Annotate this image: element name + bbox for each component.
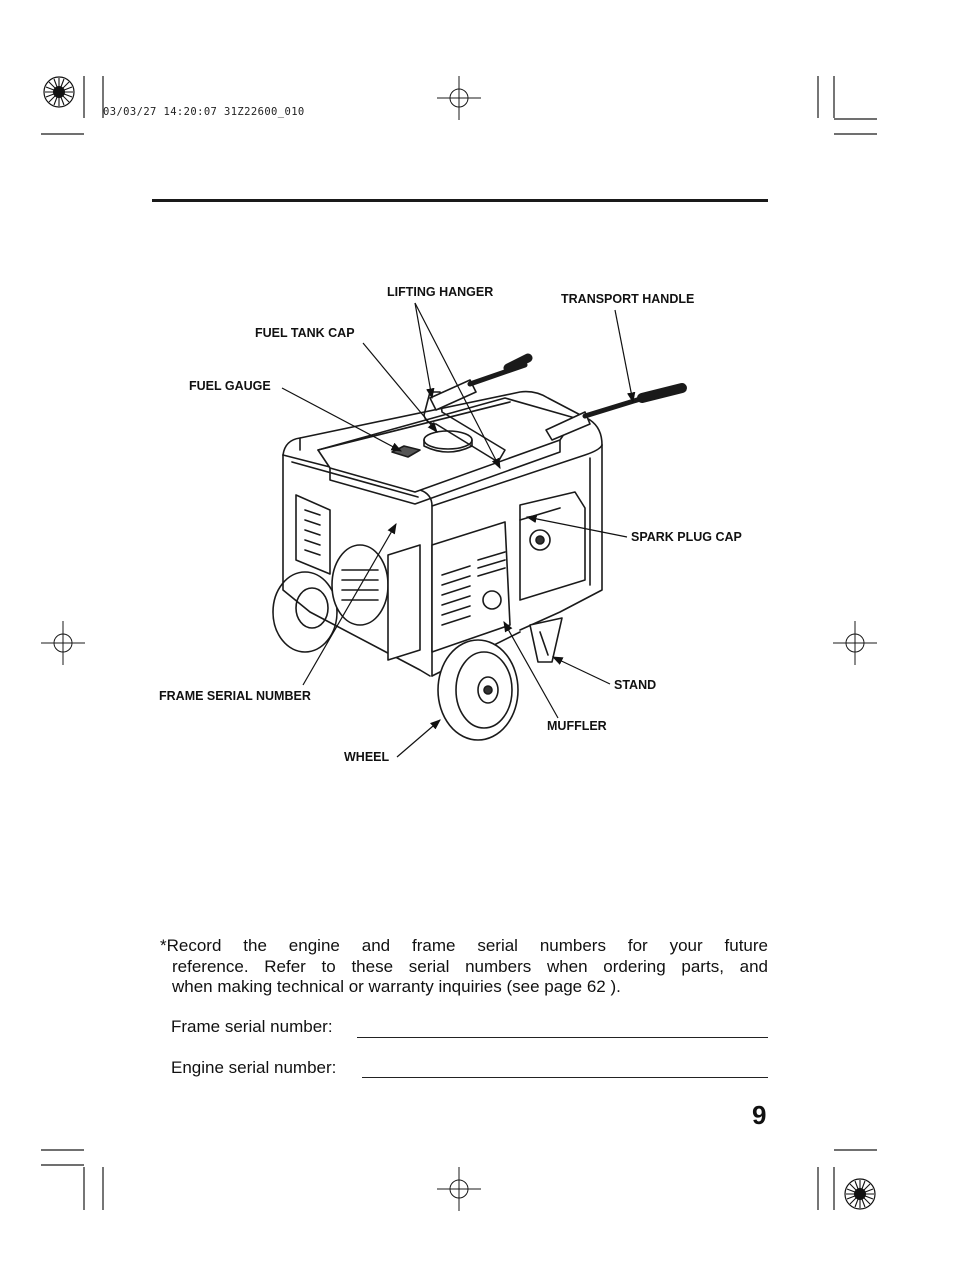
label-transport-handle: TRANSPORT HANDLE [561, 292, 695, 306]
label-fuel-gauge: FUEL GAUGE [189, 379, 271, 393]
label-spark-plug-cap: SPARK PLUG CAP [631, 530, 742, 544]
label-frame-serial-number: FRAME SERIAL NUMBER [159, 689, 311, 703]
label-muffler: MUFFLER [547, 719, 607, 733]
note-line-2: reference. Refer to these serial numbers… [172, 956, 768, 976]
frame-serial-field[interactable] [357, 1037, 768, 1038]
engine-serial-field[interactable] [362, 1077, 768, 1078]
header-rule [152, 199, 768, 202]
page-number: 9 [752, 1100, 767, 1130]
note-line-1: *Record the engine and frame serial numb… [160, 936, 768, 955]
label-lifting-hanger: LIFTING HANGER [387, 285, 494, 299]
note-line-3: when making technical or warranty inquir… [172, 977, 621, 996]
label-stand: STAND [614, 678, 657, 692]
engine-serial-label: Engine serial number: [171, 1058, 337, 1077]
frame-serial-label: Frame serial number: [171, 1017, 333, 1036]
label-wheel: WHEEL [344, 750, 390, 764]
serial-number-note: *Record the engine and frame serial numb… [160, 936, 768, 998]
print-timestamp: 03/03/27 14:20:07 31Z22600_010 [103, 106, 305, 118]
label-fuel-tank-cap: FUEL TANK CAP [255, 326, 355, 340]
